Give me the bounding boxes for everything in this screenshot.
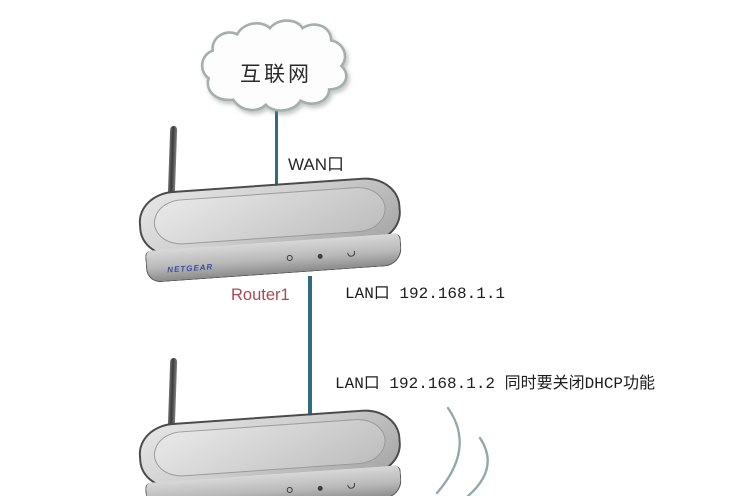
wan-port-label: WAN口 (288, 155, 345, 174)
router-body: NETGEAR (136, 407, 411, 496)
internet-cloud: 互联网 (198, 18, 354, 120)
wifi-signal-arcs-icon (435, 406, 489, 496)
cloud-icon (200, 19, 348, 112)
brand-logo: NETGEAR (166, 262, 214, 275)
lan2-ip-dhcp-label: LAN口 192.168.1.2 同时要关闭DHCP功能 (335, 375, 656, 393)
power-led-icon (286, 254, 293, 262)
status-led-icon (317, 253, 323, 259)
wireless-led-icon (347, 482, 357, 490)
status-leds (286, 482, 357, 494)
lan-link-line (308, 276, 312, 416)
power-led-icon (286, 486, 293, 494)
internet-label: 互联网 (240, 63, 312, 86)
antenna-icon (167, 357, 178, 431)
status-leds (286, 250, 357, 262)
wan-link-line (275, 110, 278, 196)
router-body: NETGEAR (136, 175, 411, 293)
lan1-ip-label: LAN口 192.168.1.1 (345, 285, 506, 303)
antenna-icon (167, 125, 178, 199)
router1-label: Router1 (231, 286, 290, 304)
wireless-led-icon (347, 250, 357, 258)
status-led-icon (317, 485, 323, 491)
router1-device: NETGEAR (136, 125, 416, 286)
